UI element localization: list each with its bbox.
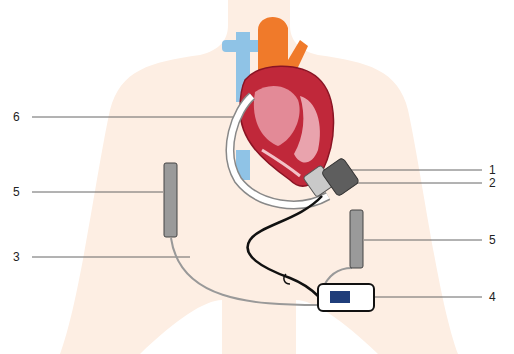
callout-number: 1: [489, 163, 496, 177]
controller: [318, 284, 374, 311]
heart-chamber: [254, 86, 300, 146]
battery-cable: [171, 238, 320, 305]
callout-number: 6: [13, 110, 20, 124]
heart-chamber: [294, 96, 320, 163]
driveline-connector: [284, 274, 290, 284]
vein-branch: [222, 40, 262, 52]
callout-number: 4: [489, 290, 496, 304]
controller-display: [330, 291, 350, 303]
driveline: [248, 196, 322, 296]
battery: [164, 163, 177, 237]
callout-number: 5: [489, 233, 496, 247]
body-silhouette: [60, 0, 458, 354]
battery: [350, 210, 363, 268]
pump: [303, 152, 360, 207]
callout-number: 3: [13, 250, 20, 264]
callout-number: 5: [13, 185, 20, 199]
septum: [262, 150, 300, 176]
callout-number: 2: [489, 176, 496, 190]
